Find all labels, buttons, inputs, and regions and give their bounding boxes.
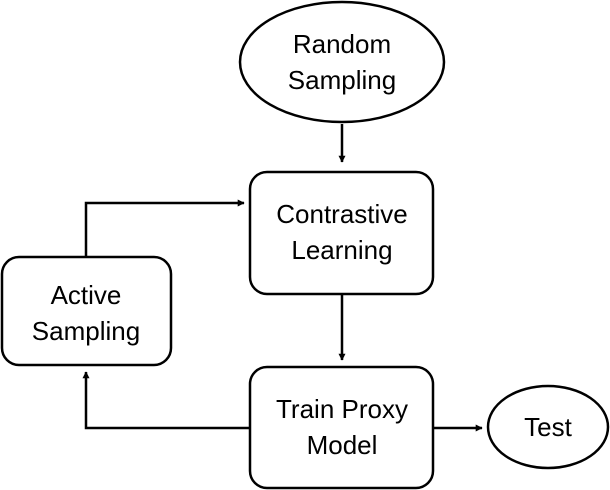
edge-train-to-active [82,371,250,430]
active-sampling-label-line1: Active [51,280,122,310]
node-contrastive-learning: Contrastive Learning [248,170,435,296]
node-active-sampling: Active Sampling [0,255,173,367]
train-proxy-model-box [248,365,435,490]
node-test: Test [486,384,610,470]
node-train-proxy-model: Train Proxy Model [248,365,435,490]
random-sampling-label-line1: Random [293,29,391,59]
test-label: Test [524,412,572,442]
node-random-sampling: Random Sampling [238,0,446,124]
active-sampling-label-line2: Sampling [32,316,140,346]
contrastive-learning-label-line1: Contrastive [276,199,408,229]
contrastive-learning-label-line2: Learning [291,235,392,265]
test-ellipse [486,384,610,470]
train-proxy-model-label-line2: Model [307,430,378,460]
edge-active-to-contrastive [84,199,245,256]
random-sampling-label-line2: Sampling [288,65,396,95]
train-proxy-model-label-line1: Train Proxy [276,394,408,424]
active-sampling-box [0,255,173,367]
contrastive-learning-box [248,170,435,296]
random-sampling-ellipse [238,0,446,124]
